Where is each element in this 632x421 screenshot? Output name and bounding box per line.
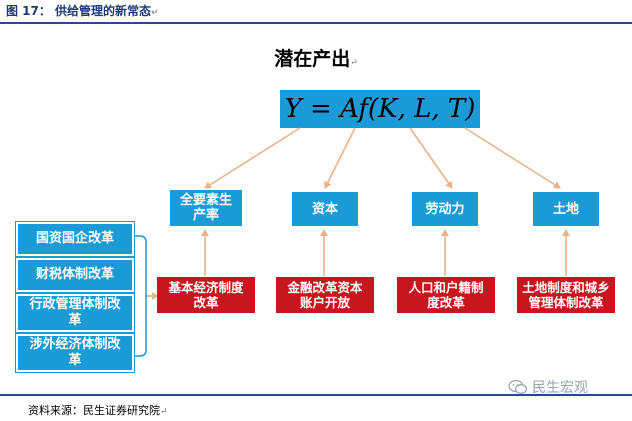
figure-title: 图 17： 供给管理的新常态↵ — [6, 4, 159, 18]
reform-finance-capital: 金融改革资本账户开放 — [276, 277, 374, 313]
policy-fiscal-tax-reform: 财税体制改革 — [16, 258, 134, 292]
policy-foreign-economic-reform: 涉外经济体制改革 — [16, 334, 134, 372]
arrow-formula-to-land — [464, 127, 561, 189]
policy-bracket — [133, 235, 153, 357]
footer-divider — [0, 394, 632, 396]
main-title: 潜在产出↵ — [274, 48, 358, 70]
return-mark-icon: ↵ — [350, 58, 358, 68]
reform-land-urban-rural: 土地制度和城乡管理体制改革 — [517, 277, 615, 313]
reform-population-hukou: 人口和户籍制度改革 — [397, 277, 495, 313]
reform-basic-economic: 基本经济制度改革 — [157, 277, 255, 313]
policy-soe-reform: 国资国企改革 — [16, 222, 134, 256]
factor-capital: 资本 — [292, 192, 358, 226]
factor-labor: 劳动力 — [412, 192, 478, 226]
arrow-formula-to-tfp — [204, 127, 301, 189]
return-mark-icon: ↵ — [151, 8, 159, 18]
factor-tfp: 全要素生产率 — [170, 190, 242, 226]
watermark: 民生宏观 — [508, 377, 588, 397]
wechat-icon — [508, 379, 528, 394]
source-note: 资料来源：民生证券研究院↵ — [28, 404, 168, 417]
formula-box: Y = Af(K, L, T) — [280, 90, 480, 128]
policy-administrative-reform: 行政管理体制改革 — [16, 294, 134, 332]
header-divider — [0, 22, 632, 24]
factor-land: 土地 — [533, 192, 599, 226]
arrow-formula-to-labor — [409, 127, 453, 189]
arrow-formula-to-capital — [324, 127, 356, 189]
return-mark-icon: ↵ — [160, 407, 168, 417]
